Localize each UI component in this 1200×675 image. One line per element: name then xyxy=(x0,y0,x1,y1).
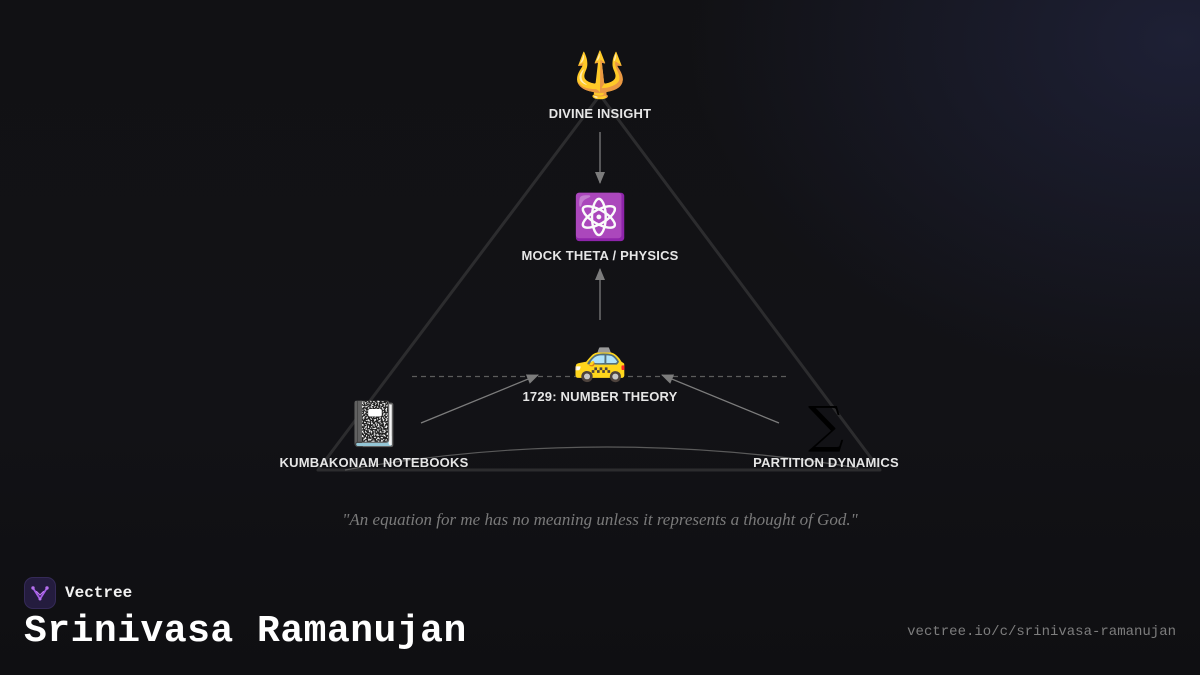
node-number-theory: 🚕 1729: NUMBER THEORY xyxy=(522,331,677,404)
node-label: KUMBAKONAM NOTEBOOKS xyxy=(279,455,469,470)
edge-notebooks-to-taxi xyxy=(420,374,539,424)
atom-icon: ⚛️ xyxy=(572,192,628,243)
node-label: MOCK THETA / PHYSICS xyxy=(521,248,679,263)
node-mock-theta-physics: ⚛️ MOCK THETA / PHYSICS xyxy=(521,190,678,263)
page-title: Srinivasa Ramanujan xyxy=(24,610,467,653)
brand-name: Vectree xyxy=(65,584,133,602)
node-divine-insight: 🔱 DIVINE INSIGHT xyxy=(549,48,651,121)
trident-icon: 🔱 xyxy=(572,50,628,101)
node-kumbakonam-notebooks: 📓 KUMBAKONAM NOTEBOOKS xyxy=(280,397,469,470)
node-label: DIVINE INSIGHT xyxy=(548,106,652,121)
edge-partition-to-taxi xyxy=(661,374,780,424)
notebook-icon: 📓 xyxy=(346,399,402,450)
node-label: PARTITION DYNAMICS xyxy=(753,455,899,470)
node-label: 1729: NUMBER THEORY xyxy=(522,389,678,404)
page-url[interactable]: vectree.io/c/srinivasa-ramanujan xyxy=(907,624,1176,640)
vectree-logo-icon xyxy=(24,577,56,609)
quote-text: "An equation for me has no meaning unles… xyxy=(342,510,858,529)
base-curve xyxy=(344,446,859,471)
brand[interactable]: Vectree xyxy=(24,577,132,609)
background-triangle xyxy=(316,93,882,472)
taxi-icon: 🚕 xyxy=(572,333,628,384)
sigma-icon: ∑ xyxy=(808,396,844,454)
node-partition-dynamics: ∑ PARTITION DYNAMICS xyxy=(753,397,899,470)
